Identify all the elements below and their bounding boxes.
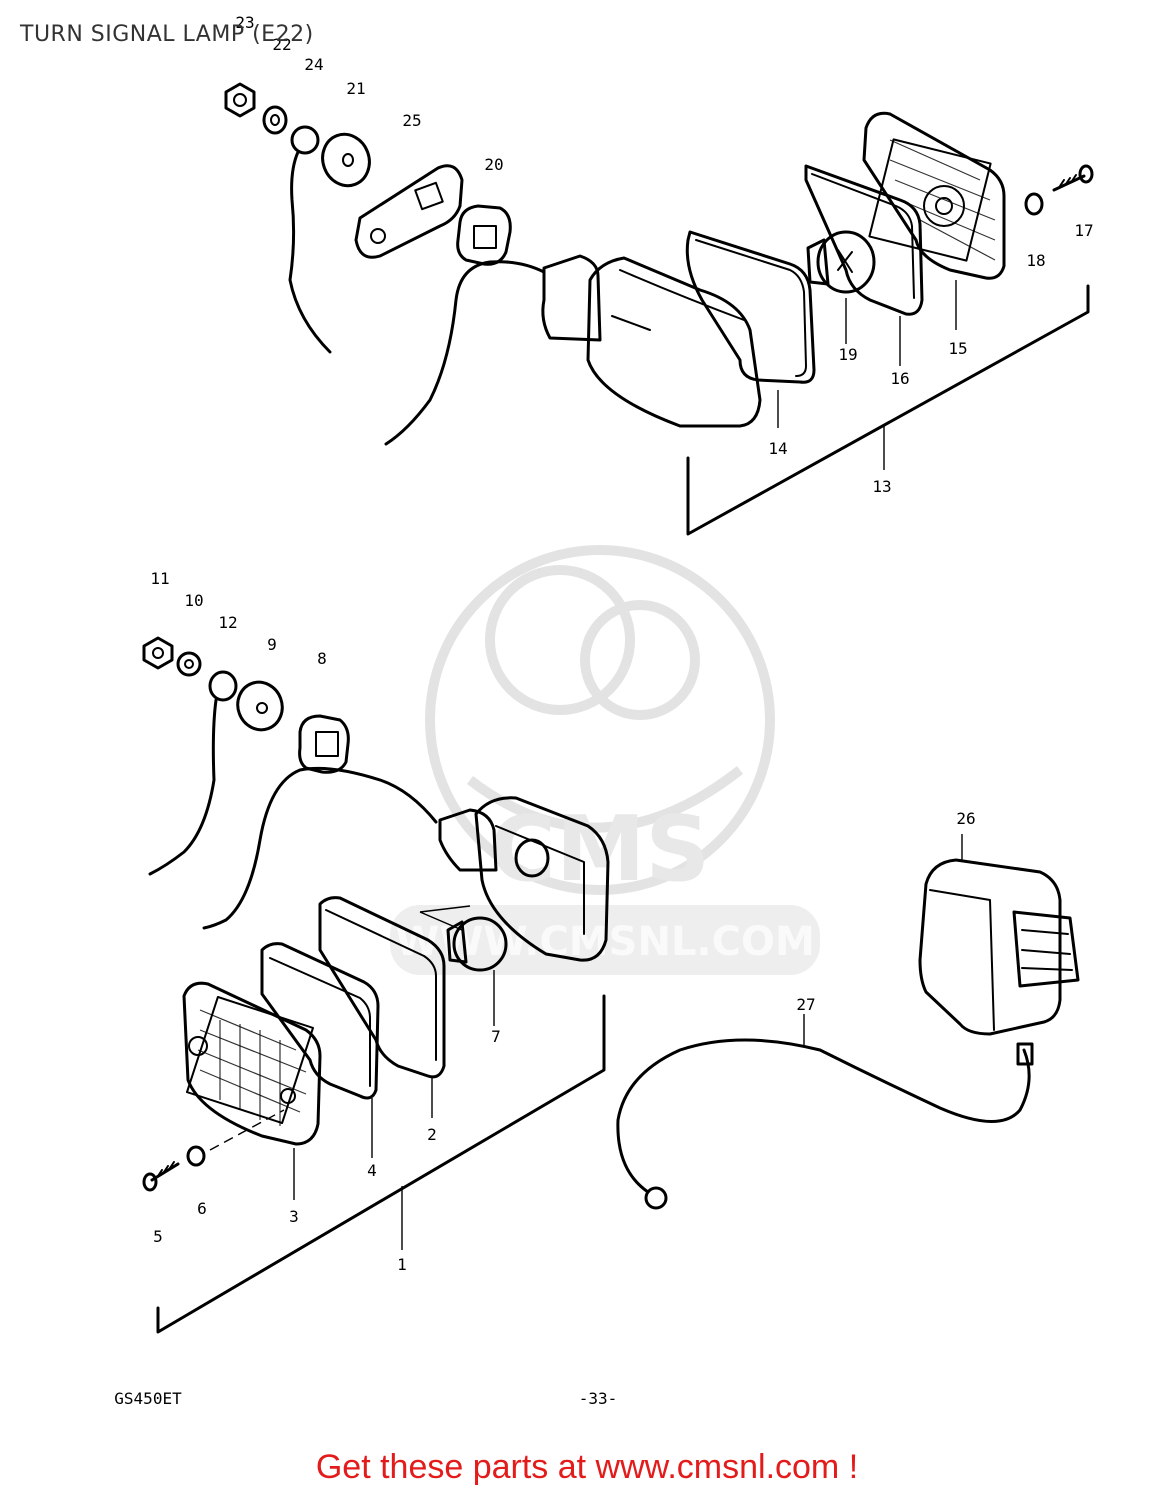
page-number: -33- (579, 1389, 618, 1408)
label-part-18: 18 (1026, 251, 1045, 270)
parts-link[interactable]: Get these parts at www.cmsnl.com ! (315, 1448, 859, 1486)
part-11-nut (142, 636, 174, 670)
part-25-bracket (354, 164, 464, 259)
label-part-19: 19 (838, 345, 857, 364)
label-part-3: 3 (289, 1207, 299, 1226)
label-part-10: 10 (184, 591, 203, 610)
label-part-23: 23 (235, 13, 254, 32)
part-24-terminal (288, 125, 332, 354)
part-13-housing (384, 254, 762, 446)
part-18-washer (1024, 192, 1044, 216)
label-part-11: 11 (150, 569, 169, 588)
watermark: CMS WWW.CMSNL.COM (390, 545, 820, 975)
label-part-9: 9 (267, 635, 277, 654)
part-22-washer (262, 105, 288, 135)
part-10-washer (176, 651, 202, 677)
label-part-15: 15 (948, 339, 967, 358)
model-code: GS450ET (114, 1389, 182, 1408)
label-part-22: 22 (272, 35, 291, 54)
label-part-17: 17 (1074, 221, 1093, 240)
part-20-grommet (456, 204, 512, 266)
part-8-grommet (298, 714, 350, 774)
watermark-logo: CMS (490, 797, 710, 902)
label-part-7: 7 (491, 1027, 501, 1046)
part-labels: 23 22 24 21 25 20 17 18 19 15 16 14 13 1… (114, 13, 1093, 1408)
label-part-13: 13 (872, 477, 891, 496)
label-part-8: 8 (317, 649, 327, 668)
part-27-cable (616, 1014, 1034, 1210)
part-19-bulb (806, 230, 876, 294)
label-part-25: 25 (402, 111, 421, 130)
part-9-washer (236, 680, 284, 732)
part-21-washer (321, 132, 371, 188)
part-14-gasket (685, 230, 816, 384)
label-part-21: 21 (346, 79, 365, 98)
label-part-14: 14 (768, 439, 787, 458)
part-5-screw (142, 1109, 285, 1192)
part-2-gasket (318, 896, 446, 1079)
label-part-24: 24 (304, 55, 323, 74)
part-7-bulb (419, 905, 508, 972)
label-part-5: 5 (153, 1227, 163, 1246)
label-part-2: 2 (427, 1125, 437, 1144)
label-part-26: 26 (956, 809, 975, 828)
part-26-relay (918, 834, 1080, 1036)
part-17-screw (1052, 164, 1094, 192)
bottom-assembly (142, 636, 610, 1334)
diagram-title: TURN SIGNAL LAMP (E22) (20, 22, 314, 47)
label-part-27: 27 (796, 995, 815, 1014)
part-1-housing (202, 766, 610, 962)
part-16-gasket (804, 164, 924, 316)
label-part-4: 4 (367, 1161, 377, 1180)
label-part-12: 12 (218, 613, 237, 632)
label-part-6: 6 (197, 1199, 207, 1218)
top-assembly (224, 82, 1094, 536)
part-15-lens (862, 111, 1006, 280)
assembly-bracket-1 (156, 994, 606, 1334)
label-part-1: 1 (397, 1255, 407, 1274)
assembly-bracket-13 (686, 284, 1090, 536)
part-6-washer (186, 1145, 206, 1167)
part-12-terminal (148, 670, 238, 876)
label-part-20: 20 (484, 155, 503, 174)
label-part-16: 16 (890, 369, 909, 388)
part-3-lens (182, 981, 322, 1146)
part-23-nut (224, 82, 256, 118)
